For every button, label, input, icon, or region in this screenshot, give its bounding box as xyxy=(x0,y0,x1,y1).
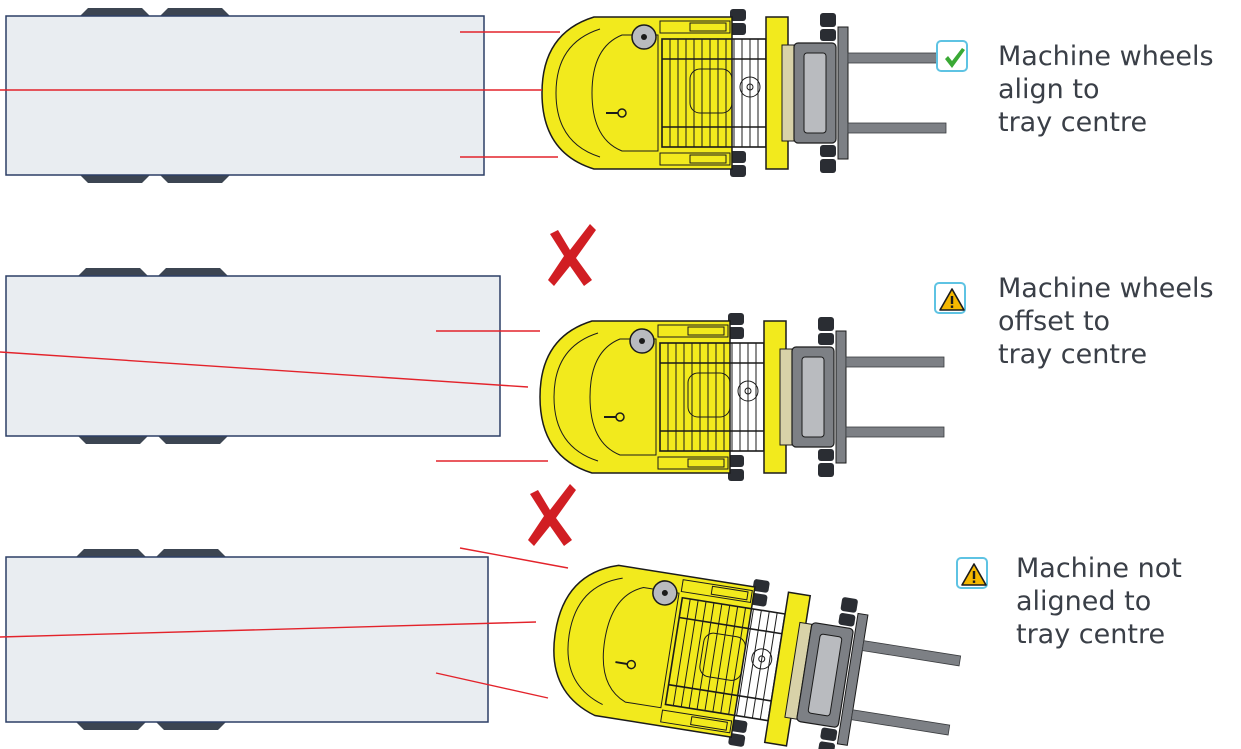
caption-line: Machine wheels xyxy=(998,41,1214,72)
scenario-3-forklift xyxy=(541,548,969,749)
warning-icon xyxy=(939,288,965,311)
caption-line: tray centre xyxy=(998,107,1148,138)
check-badge xyxy=(936,40,968,72)
scenario-1-caption: Machine wheels align to tray centre xyxy=(998,40,1214,139)
warning-icon xyxy=(961,563,987,586)
scenario-2-tray xyxy=(5,268,501,444)
scenario-3-tray xyxy=(5,549,489,730)
scenario-1-tray xyxy=(5,8,485,183)
caption-line: Machine wheels xyxy=(998,273,1214,304)
scenario-2-caption: Machine wheels offset to tray centre xyxy=(998,272,1214,371)
scenario-2-alignment-lines xyxy=(0,330,548,462)
scenario-1-forklift xyxy=(541,8,947,178)
scenario-3-alignment-lines xyxy=(0,547,569,699)
caption-line: align to xyxy=(998,74,1100,105)
warning-badge-1 xyxy=(934,282,966,314)
caption-line: aligned to xyxy=(1016,586,1152,617)
scenario-3-cross-mark xyxy=(528,484,576,546)
scenario-2-forklift xyxy=(539,312,945,482)
caption-line: offset to xyxy=(998,306,1111,337)
warning-badge-2 xyxy=(956,557,988,589)
caption-line: tray centre xyxy=(1016,619,1166,650)
scenario-1-alignment-lines xyxy=(0,31,560,158)
checkmark-icon xyxy=(945,48,965,68)
caption-line: Machine not xyxy=(1016,553,1182,584)
scenario-3-caption: Machine not aligned to tray centre xyxy=(1016,552,1182,651)
scenario-2-cross-mark xyxy=(548,224,596,286)
caption-line: tray centre xyxy=(998,339,1148,370)
